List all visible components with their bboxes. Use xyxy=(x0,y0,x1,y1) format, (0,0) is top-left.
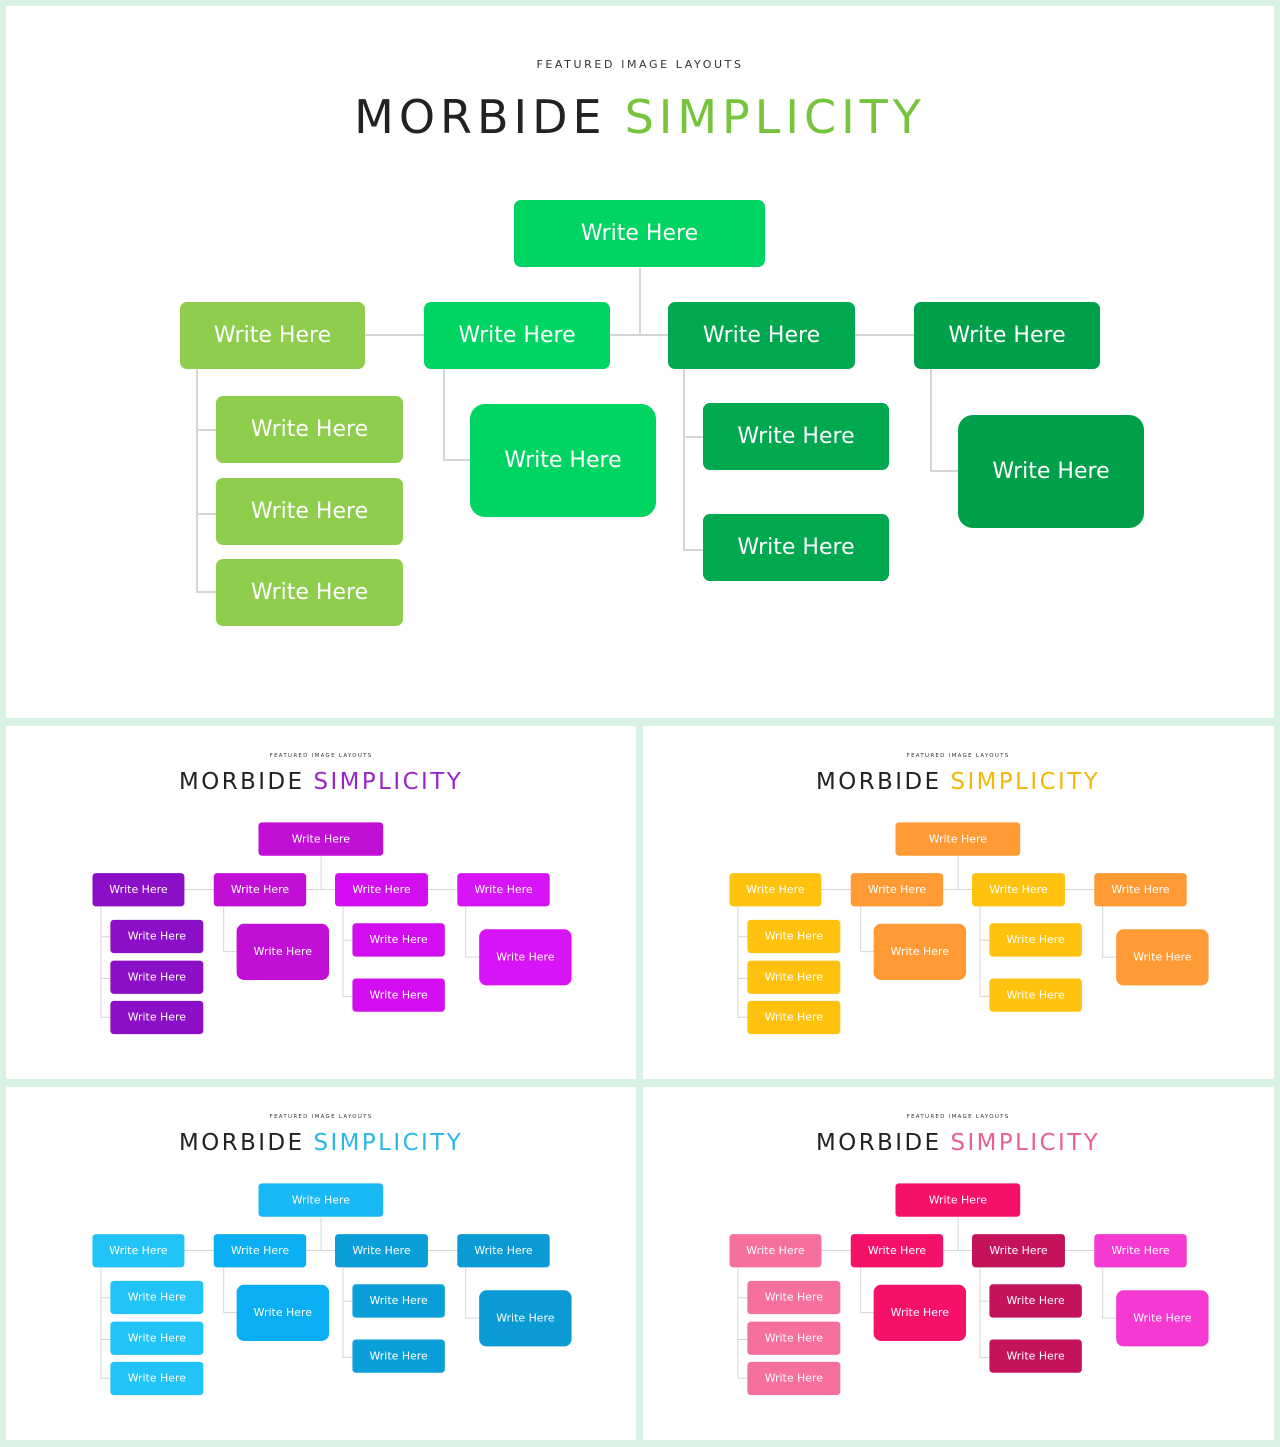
branch-1-node: Write Here xyxy=(180,302,365,369)
branch-3-child-2: Write Here xyxy=(352,978,445,1012)
branch-4-child-1: Write Here xyxy=(958,415,1144,528)
branch-2-node: Write Here xyxy=(850,1234,944,1268)
branch-4-child-1: Write Here xyxy=(1116,929,1209,986)
branch-1-child-2: Write Here xyxy=(216,478,403,545)
title-word-2: SIMPLICITY xyxy=(313,1128,464,1156)
slide-content: FEATURED IMAGE LAYOUTS MORBIDE SIMPLICITY… xyxy=(6,6,1274,718)
branch-4-child-1: Write Here xyxy=(1116,1290,1209,1347)
slide-title: MORBIDE SIMPLICITY xyxy=(643,1129,1273,1156)
branch-1-child-1: Write Here xyxy=(747,1280,841,1315)
branch-3-node: Write Here xyxy=(668,302,855,369)
branch-1-child-2: Write Here xyxy=(747,960,841,994)
branch-1-child-3: Write Here xyxy=(110,1361,204,1396)
branch-2-child-1: Write Here xyxy=(873,1284,967,1341)
branch-2-node: Write Here xyxy=(424,302,610,369)
branch-3-child-2: Write Here xyxy=(989,978,1082,1012)
title-word-1: MORBIDE xyxy=(816,1128,942,1156)
slide-blue: FEATURED IMAGE LAYOUTS MORBIDE SIMPLICITY… xyxy=(6,1087,636,1440)
slide-purple: FEATURED IMAGE LAYOUTS MORBIDE SIMPLICITY… xyxy=(6,726,636,1079)
branch-3-node: Write Here xyxy=(972,873,1065,907)
slide-kicker: FEATURED IMAGE LAYOUTS xyxy=(269,1112,373,1120)
branch-2-node: Write Here xyxy=(213,1234,307,1268)
root-node: Write Here xyxy=(895,1183,1021,1217)
branch-2-child-1: Write Here xyxy=(873,923,967,980)
branch-1-child-3: Write Here xyxy=(747,1361,841,1396)
slide-content: FEATURED IMAGE LAYOUTS MORBIDE SIMPLICITY… xyxy=(6,726,636,1079)
branch-1-child-2: Write Here xyxy=(747,1321,841,1355)
branch-1-child-2: Write Here xyxy=(110,960,204,994)
slide-kicker: FEATURED IMAGE LAYOUTS xyxy=(906,1112,1010,1120)
slide-kicker: FEATURED IMAGE LAYOUTS xyxy=(269,751,373,759)
slide-content: FEATURED IMAGE LAYOUTS MORBIDE SIMPLICITY… xyxy=(643,1087,1273,1440)
branch-1-node: Write Here xyxy=(729,873,822,907)
branch-4-child-1: Write Here xyxy=(479,1290,572,1347)
branch-1-child-3: Write Here xyxy=(216,559,403,626)
slide-content: FEATURED IMAGE LAYOUTS MORBIDE SIMPLICITY… xyxy=(6,1087,636,1440)
slide-pink: FEATURED IMAGE LAYOUTS MORBIDE SIMPLICITY… xyxy=(643,1087,1274,1440)
slide-title: MORBIDE SIMPLICITY xyxy=(6,1129,636,1156)
slide-kicker: FEATURED IMAGE LAYOUTS xyxy=(536,58,744,71)
slide-title: MORBIDE SIMPLICITY xyxy=(6,768,636,795)
slide-content: FEATURED IMAGE LAYOUTS MORBIDE SIMPLICITY… xyxy=(643,726,1273,1079)
slide-green-main: FEATURED IMAGE LAYOUTS MORBIDE SIMPLICITY… xyxy=(6,6,1274,718)
branch-2-child-1: Write Here xyxy=(470,404,656,517)
title-word-1: MORBIDE xyxy=(179,1128,305,1156)
branch-3-node: Write Here xyxy=(335,873,428,907)
slide-title: MORBIDE SIMPLICITY xyxy=(643,768,1273,795)
branch-3-child-1: Write Here xyxy=(352,923,445,957)
branch-1-child-3: Write Here xyxy=(747,1000,841,1035)
title-word-1: MORBIDE xyxy=(179,767,305,795)
root-node: Write Here xyxy=(258,822,384,856)
slide-kicker: FEATURED IMAGE LAYOUTS xyxy=(906,751,1010,759)
branch-3-child-1: Write Here xyxy=(989,1284,1082,1318)
root-node: Write Here xyxy=(895,822,1021,856)
branch-1-child-2: Write Here xyxy=(110,1321,204,1355)
root-node: Write Here xyxy=(514,200,765,267)
branch-2-node: Write Here xyxy=(850,873,944,907)
root-node: Write Here xyxy=(258,1183,384,1217)
title-word-2: SIMPLICITY xyxy=(950,767,1101,795)
branch-1-child-1: Write Here xyxy=(110,1280,204,1315)
branch-1-node: Write Here xyxy=(92,1234,185,1268)
title-word-1: MORBIDE xyxy=(354,90,607,144)
slide-title: MORBIDE SIMPLICITY xyxy=(6,90,1274,144)
branch-3-child-2: Write Here xyxy=(989,1339,1082,1373)
branch-1-node: Write Here xyxy=(92,873,185,907)
branch-3-child-1: Write Here xyxy=(989,923,1082,957)
branch-3-child-2: Write Here xyxy=(703,514,889,581)
branch-3-child-1: Write Here xyxy=(352,1284,445,1318)
branch-2-child-1: Write Here xyxy=(236,923,330,980)
title-word-2: SIMPLICITY xyxy=(950,1128,1101,1156)
branch-4-node: Write Here xyxy=(1094,873,1187,907)
branch-3-child-1: Write Here xyxy=(703,403,889,470)
branch-3-child-2: Write Here xyxy=(352,1339,445,1373)
title-word-2: SIMPLICITY xyxy=(624,90,926,144)
branch-1-child-1: Write Here xyxy=(747,919,841,954)
title-word-1: MORBIDE xyxy=(816,767,942,795)
slide-orange: FEATURED IMAGE LAYOUTS MORBIDE SIMPLICITY… xyxy=(643,726,1274,1079)
branch-1-child-1: Write Here xyxy=(216,396,403,463)
branch-3-node: Write Here xyxy=(972,1234,1065,1268)
branch-4-node: Write Here xyxy=(1094,1234,1187,1268)
branch-4-child-1: Write Here xyxy=(479,929,572,986)
branch-1-child-1: Write Here xyxy=(110,919,204,954)
branch-2-node: Write Here xyxy=(213,873,307,907)
title-word-2: SIMPLICITY xyxy=(313,767,464,795)
branch-4-node: Write Here xyxy=(457,873,550,907)
branch-1-child-3: Write Here xyxy=(110,1000,204,1035)
branch-1-node: Write Here xyxy=(729,1234,822,1268)
branch-2-child-1: Write Here xyxy=(236,1284,330,1341)
branch-3-node: Write Here xyxy=(335,1234,428,1268)
branch-4-node: Write Here xyxy=(457,1234,550,1268)
branch-4-node: Write Here xyxy=(914,302,1100,369)
